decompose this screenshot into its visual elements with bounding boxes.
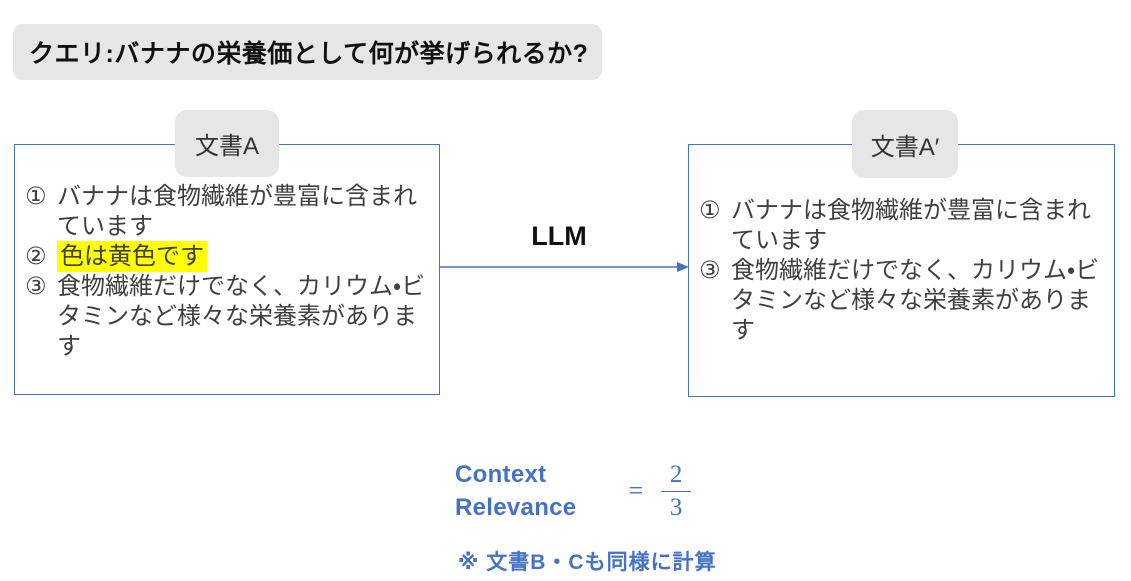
item-text: バナナは食物繊維が豊富に含まれています	[57, 183, 417, 240]
circled-number: ②	[25, 243, 47, 270]
list-item: ① バナナは食物繊維が豊富に含まれています	[699, 196, 1108, 256]
item-text: 食物繊維だけでなく、カリウム・ビタミンなど様々な栄養素があります	[57, 273, 426, 360]
equation-label-line2: Relevance	[455, 494, 577, 521]
document-a-prime-items: ① バナナは食物繊維が豊富に含まれています ③ 食物繊維だけでなく、カリウム・ビ…	[689, 145, 1114, 346]
document-a-prime-tab: 文書A′	[852, 110, 958, 178]
list-item: ① バナナは食物繊維が豊富に含まれています	[25, 182, 433, 242]
document-a-items: ① バナナは食物繊維が豊富に含まれています ② 色は黄色です ③ 食物繊維だけで…	[15, 145, 439, 362]
item-text: 食物繊維だけでなく、カリウム・ビタミンなど様々な栄養素があります	[731, 257, 1100, 344]
list-item: ② 色は黄色です	[25, 241, 433, 272]
query-box: クエリ:バナナの栄養価として何が挙げられるか?	[13, 24, 602, 80]
llm-arrow-icon	[440, 262, 689, 272]
circled-number: ③	[25, 273, 47, 300]
document-a-title: 文書A	[194, 133, 259, 160]
document-a-prime-title: 文書A′	[870, 133, 940, 161]
document-a-prime-card: ① バナナは食物繊維が豊富に含まれています ③ 食物繊維だけでなく、カリウム・ビ…	[688, 144, 1115, 397]
query-text: クエリ:バナナの栄養価として何が挙げられるか?	[29, 40, 589, 68]
footnote: ※ 文書B・Cも同様に計算	[458, 551, 717, 574]
item-text: 色は黄色です	[57, 241, 433, 272]
document-a-tab: 文書A	[175, 110, 279, 177]
fraction-denominator: 3	[669, 493, 683, 521]
list-item: ③ 食物繊維だけでなく、カリウム・ビタミンなど様々な栄養素があります	[699, 256, 1108, 346]
equals-sign: =	[628, 476, 644, 505]
document-a-card: ① バナナは食物繊維が豊富に含まれています ② 色は黄色です ③ 食物繊維だけで…	[14, 144, 440, 395]
item-text: バナナは食物繊維が豊富に含まれています	[731, 197, 1091, 254]
circled-number: ①	[25, 183, 47, 210]
list-item: ③ 食物繊維だけでなく、カリウム・ビタミンなど様々な栄養素があります	[25, 272, 433, 362]
highlighted-text: 色は黄色です	[57, 241, 207, 272]
llm-label: LLM	[531, 221, 587, 251]
equation-label-line1: Context	[455, 461, 547, 488]
circled-number: ①	[699, 197, 721, 224]
fraction: 2 3	[661, 460, 692, 523]
fraction-numerator: 2	[661, 460, 692, 492]
context-relevance-equation: Context Relevance = 2 3	[455, 458, 692, 524]
circled-number: ③	[699, 257, 721, 284]
equation-label: Context Relevance	[455, 458, 576, 524]
